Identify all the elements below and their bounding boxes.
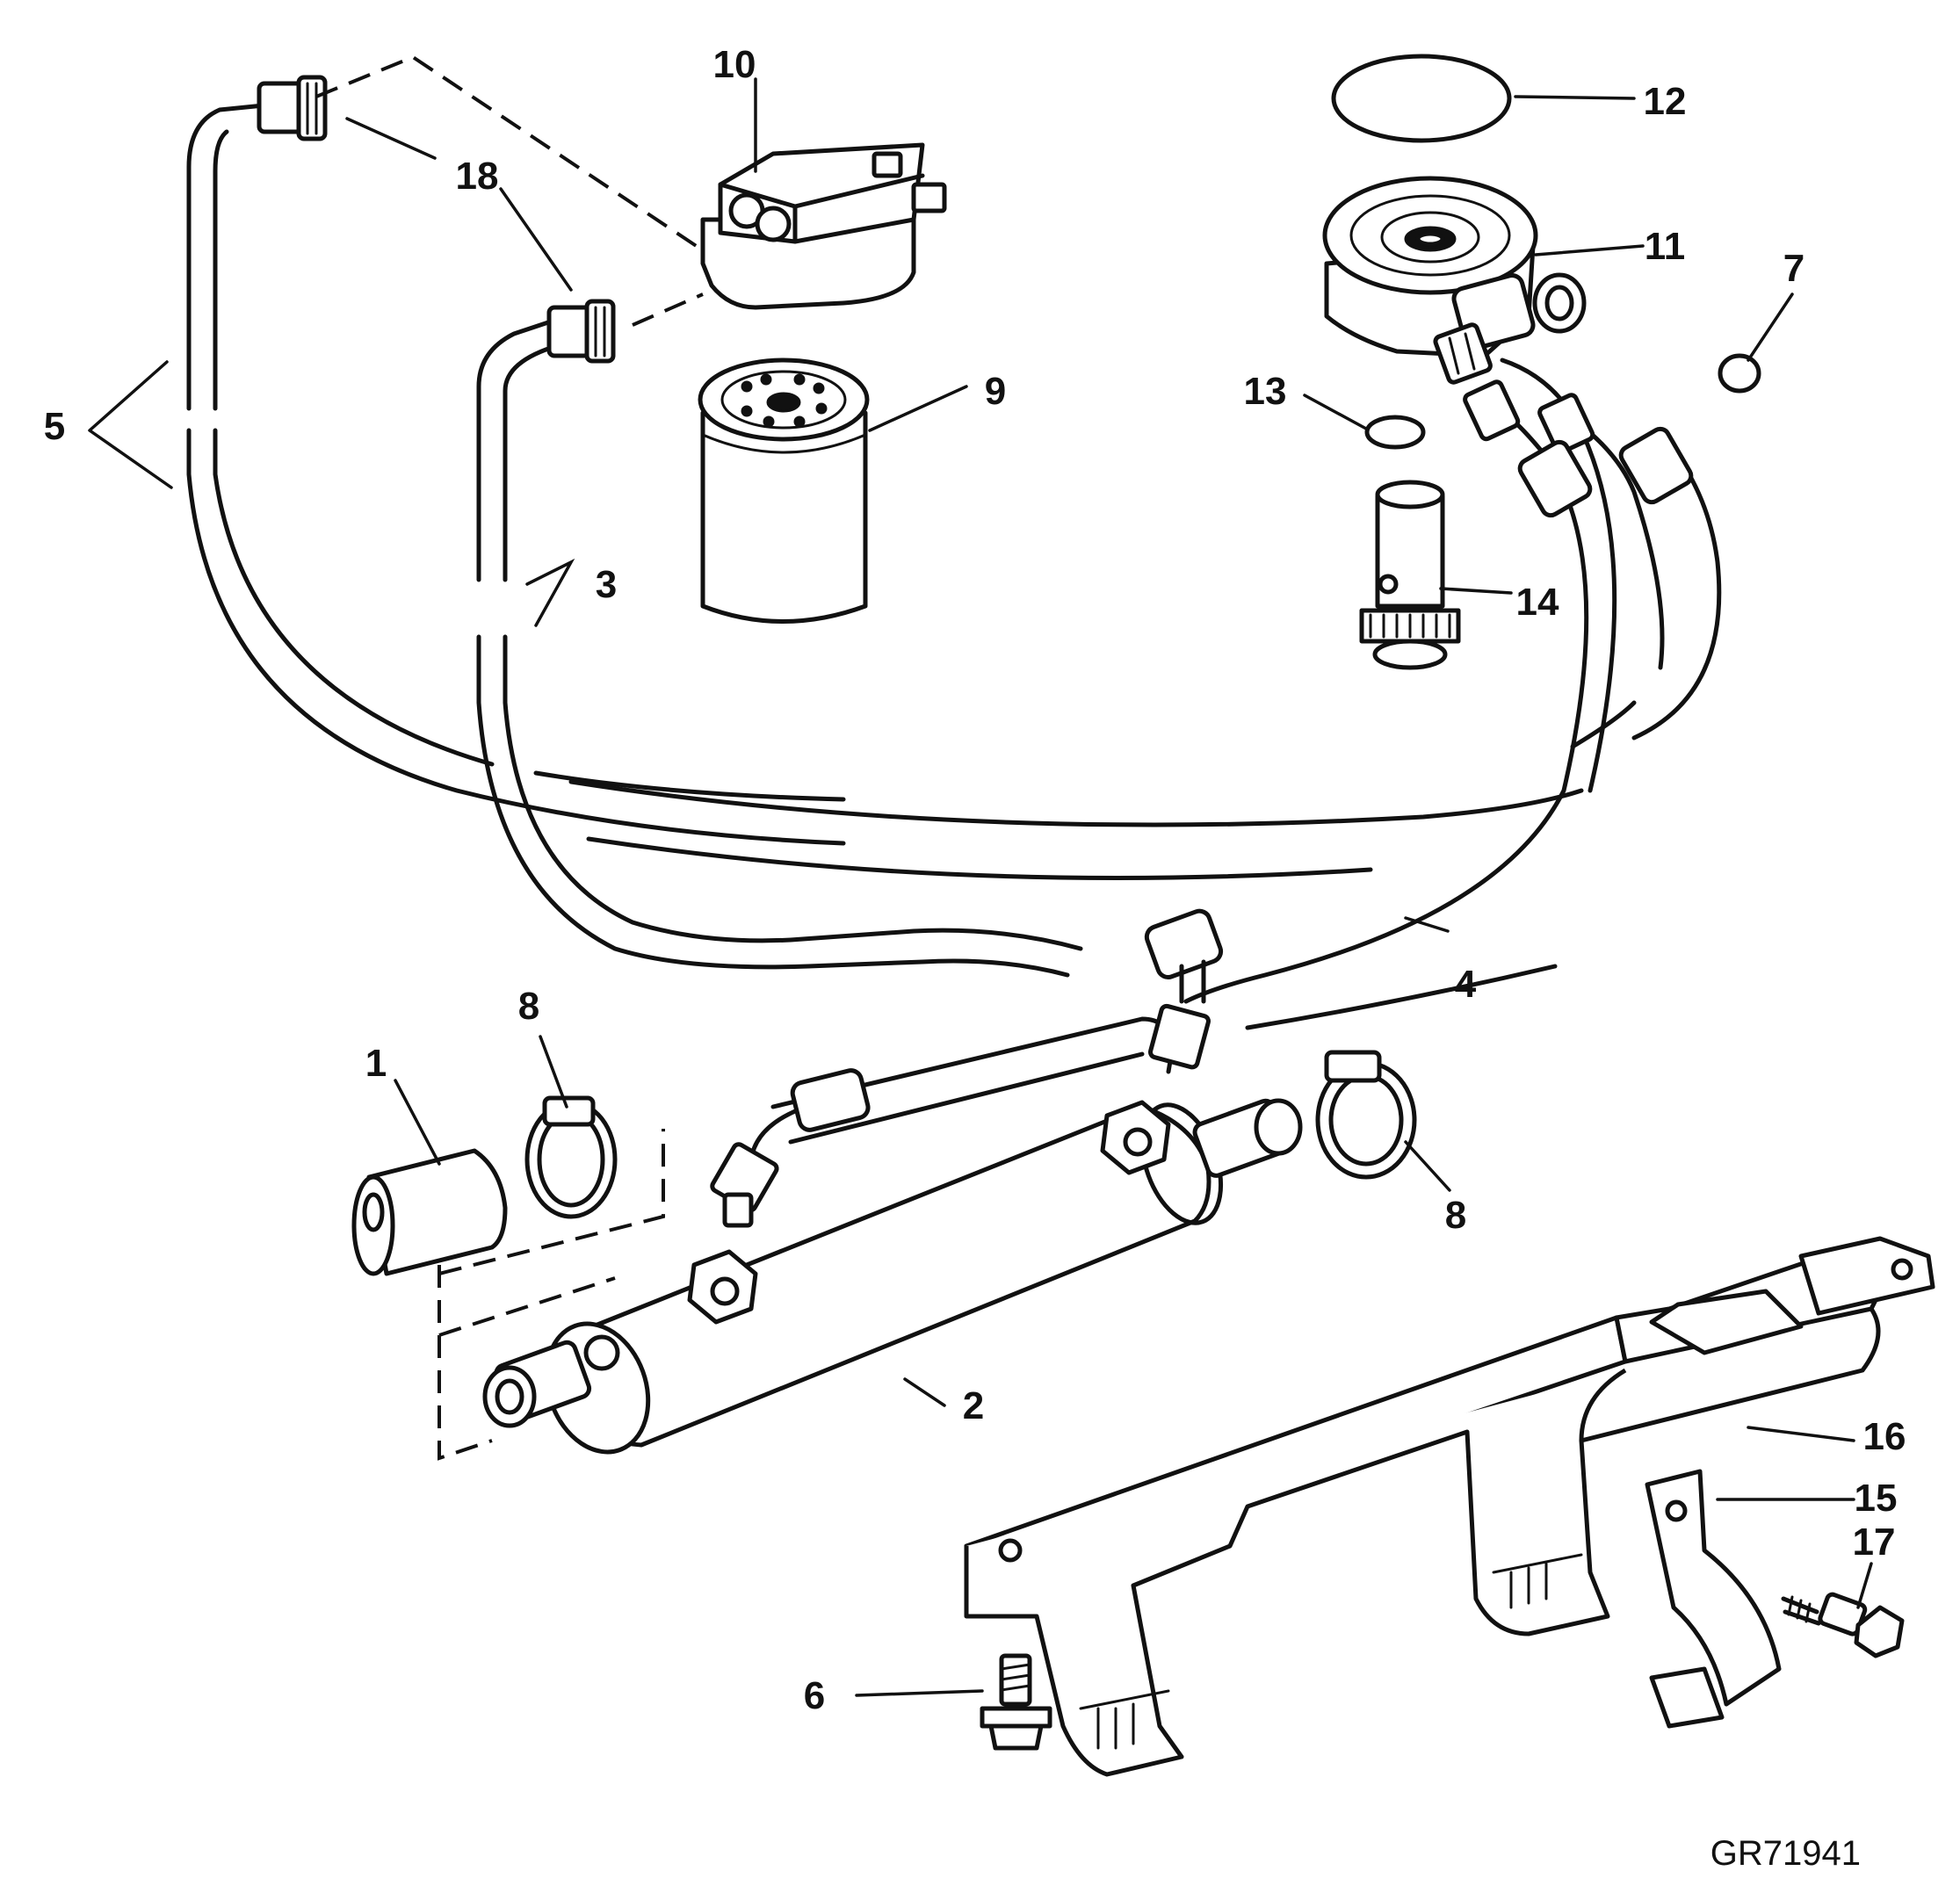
- callout-5: 5: [44, 405, 65, 448]
- hose-5[interactable]: [186, 75, 846, 846]
- callout-7: 7: [1783, 247, 1805, 290]
- hose-3[interactable]: [476, 299, 1083, 978]
- callout-8b: 8: [1445, 1194, 1466, 1237]
- oil-filter[interactable]: [698, 358, 870, 624]
- callout-1: 1: [365, 1042, 387, 1085]
- callout-6: 6: [804, 1674, 825, 1717]
- hose-clamp-right[interactable]: [1315, 1050, 1417, 1180]
- filter-adapter[interactable]: [1322, 176, 1587, 385]
- oil-cooler[interactable]: [482, 1094, 1303, 1467]
- callout-18: 18: [456, 155, 499, 198]
- hose-4-fittings: [1463, 379, 1694, 518]
- callout-17: 17: [1853, 1521, 1896, 1564]
- adapter-block[interactable]: [700, 142, 947, 310]
- figure-id: GR71941: [1710, 1834, 1861, 1873]
- seal-ring[interactable]: [1331, 54, 1512, 143]
- cooler-line[interactable]: [710, 908, 1224, 1228]
- callout-11: 11: [1645, 225, 1686, 268]
- hose-4[interactable]: [568, 358, 1722, 1030]
- mounting-bracket[interactable]: [964, 1236, 1935, 1777]
- hose-clamp-left[interactable]: [524, 1095, 618, 1219]
- callout-16: 16: [1863, 1415, 1906, 1458]
- hose-sleeve[interactable]: [351, 1148, 508, 1276]
- cap-screw-17[interactable]: [1781, 1592, 1905, 1658]
- callout-3: 3: [596, 563, 617, 606]
- hose-5-fitting: [257, 75, 328, 141]
- callout-4: 4: [1455, 963, 1477, 1006]
- callouts: 1 2 3 4 5 6 7 8 8 9 10 11 12 13 14 15 16…: [44, 43, 1906, 1717]
- hose-3-fitting: [546, 299, 616, 364]
- callout-2: 2: [963, 1384, 984, 1427]
- callout-15: 15: [1855, 1477, 1898, 1520]
- callout-10: 10: [713, 43, 756, 86]
- callout-9: 9: [985, 370, 1006, 413]
- cap-screw-6[interactable]: [980, 1653, 1052, 1751]
- callout-12: 12: [1644, 80, 1687, 123]
- callout-13: 13: [1244, 370, 1287, 413]
- o-ring-13[interactable]: [1364, 415, 1426, 450]
- fitting-14[interactable]: [1359, 480, 1461, 670]
- leader-lines: [88, 77, 1873, 1697]
- callout-8a: 8: [518, 985, 539, 1028]
- clamp-15[interactable]: [1645, 1469, 1782, 1729]
- dashed-guides: [315, 54, 705, 1461]
- callout-14: 14: [1516, 581, 1559, 624]
- o-ring-7[interactable]: [1718, 353, 1761, 394]
